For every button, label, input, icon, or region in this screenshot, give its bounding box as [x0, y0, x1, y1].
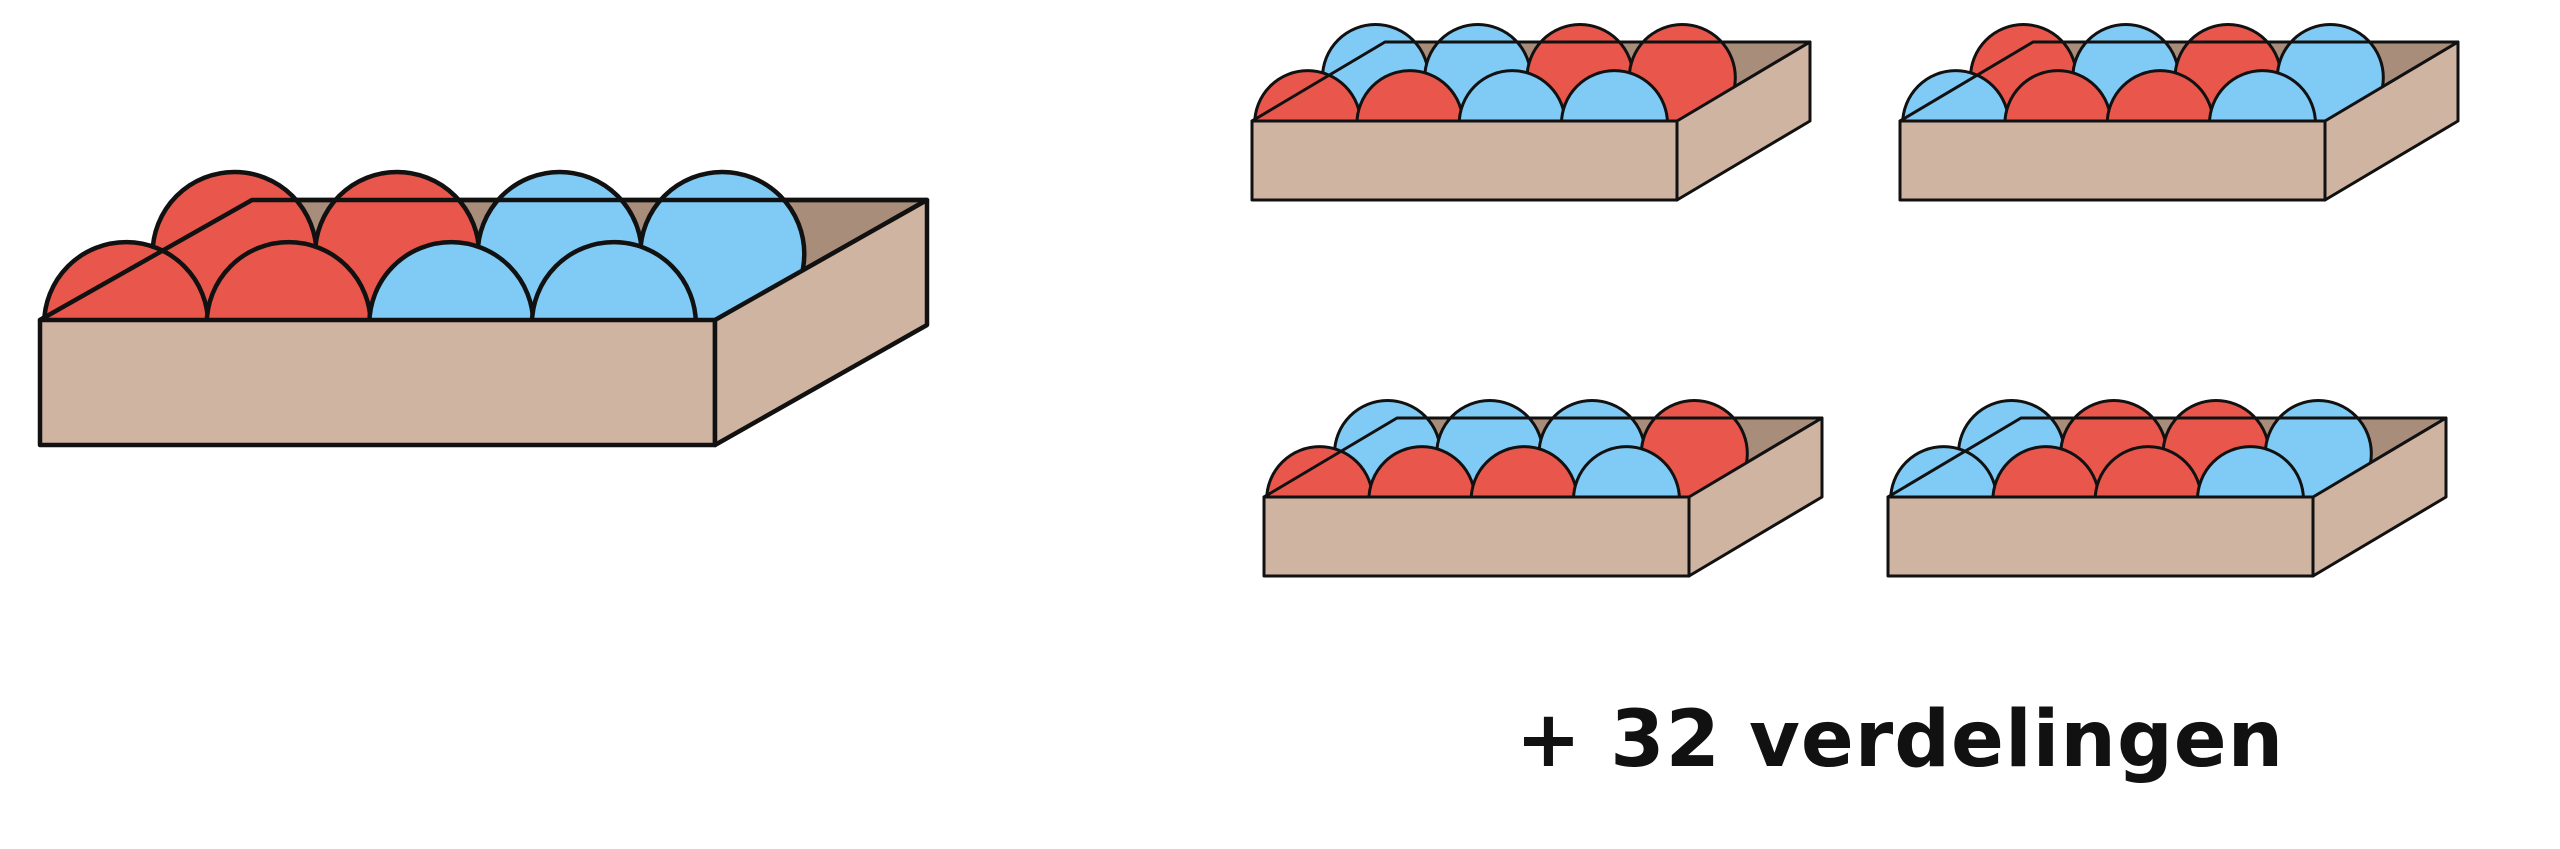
box-side-face — [2323, 40, 2460, 202]
box-rim — [1887, 416, 2446, 499]
box-rim — [1251, 40, 1810, 123]
more-distributions-caption: + 32 verdelingen — [1515, 695, 2285, 785]
box-distribution-4 — [1886, 399, 2448, 578]
box-distribution-2 — [1898, 23, 2460, 202]
box-front-face — [1262, 495, 1691, 578]
box-side-face — [1687, 416, 1824, 578]
box-front-face — [37, 317, 718, 448]
box-side-face — [2311, 416, 2448, 578]
box-rim — [38, 197, 927, 322]
box-front-face — [1250, 119, 1679, 202]
box-rim — [1263, 416, 1822, 499]
box-front-face — [1898, 119, 2327, 202]
box-front-face — [1886, 495, 2315, 578]
box-example-distribution — [37, 169, 930, 448]
box-rim — [1899, 40, 2458, 123]
box-distribution-3 — [1262, 399, 1824, 578]
box-distribution-1 — [1250, 23, 1812, 202]
box-side-face — [712, 197, 930, 448]
box-side-face — [1675, 40, 1812, 202]
